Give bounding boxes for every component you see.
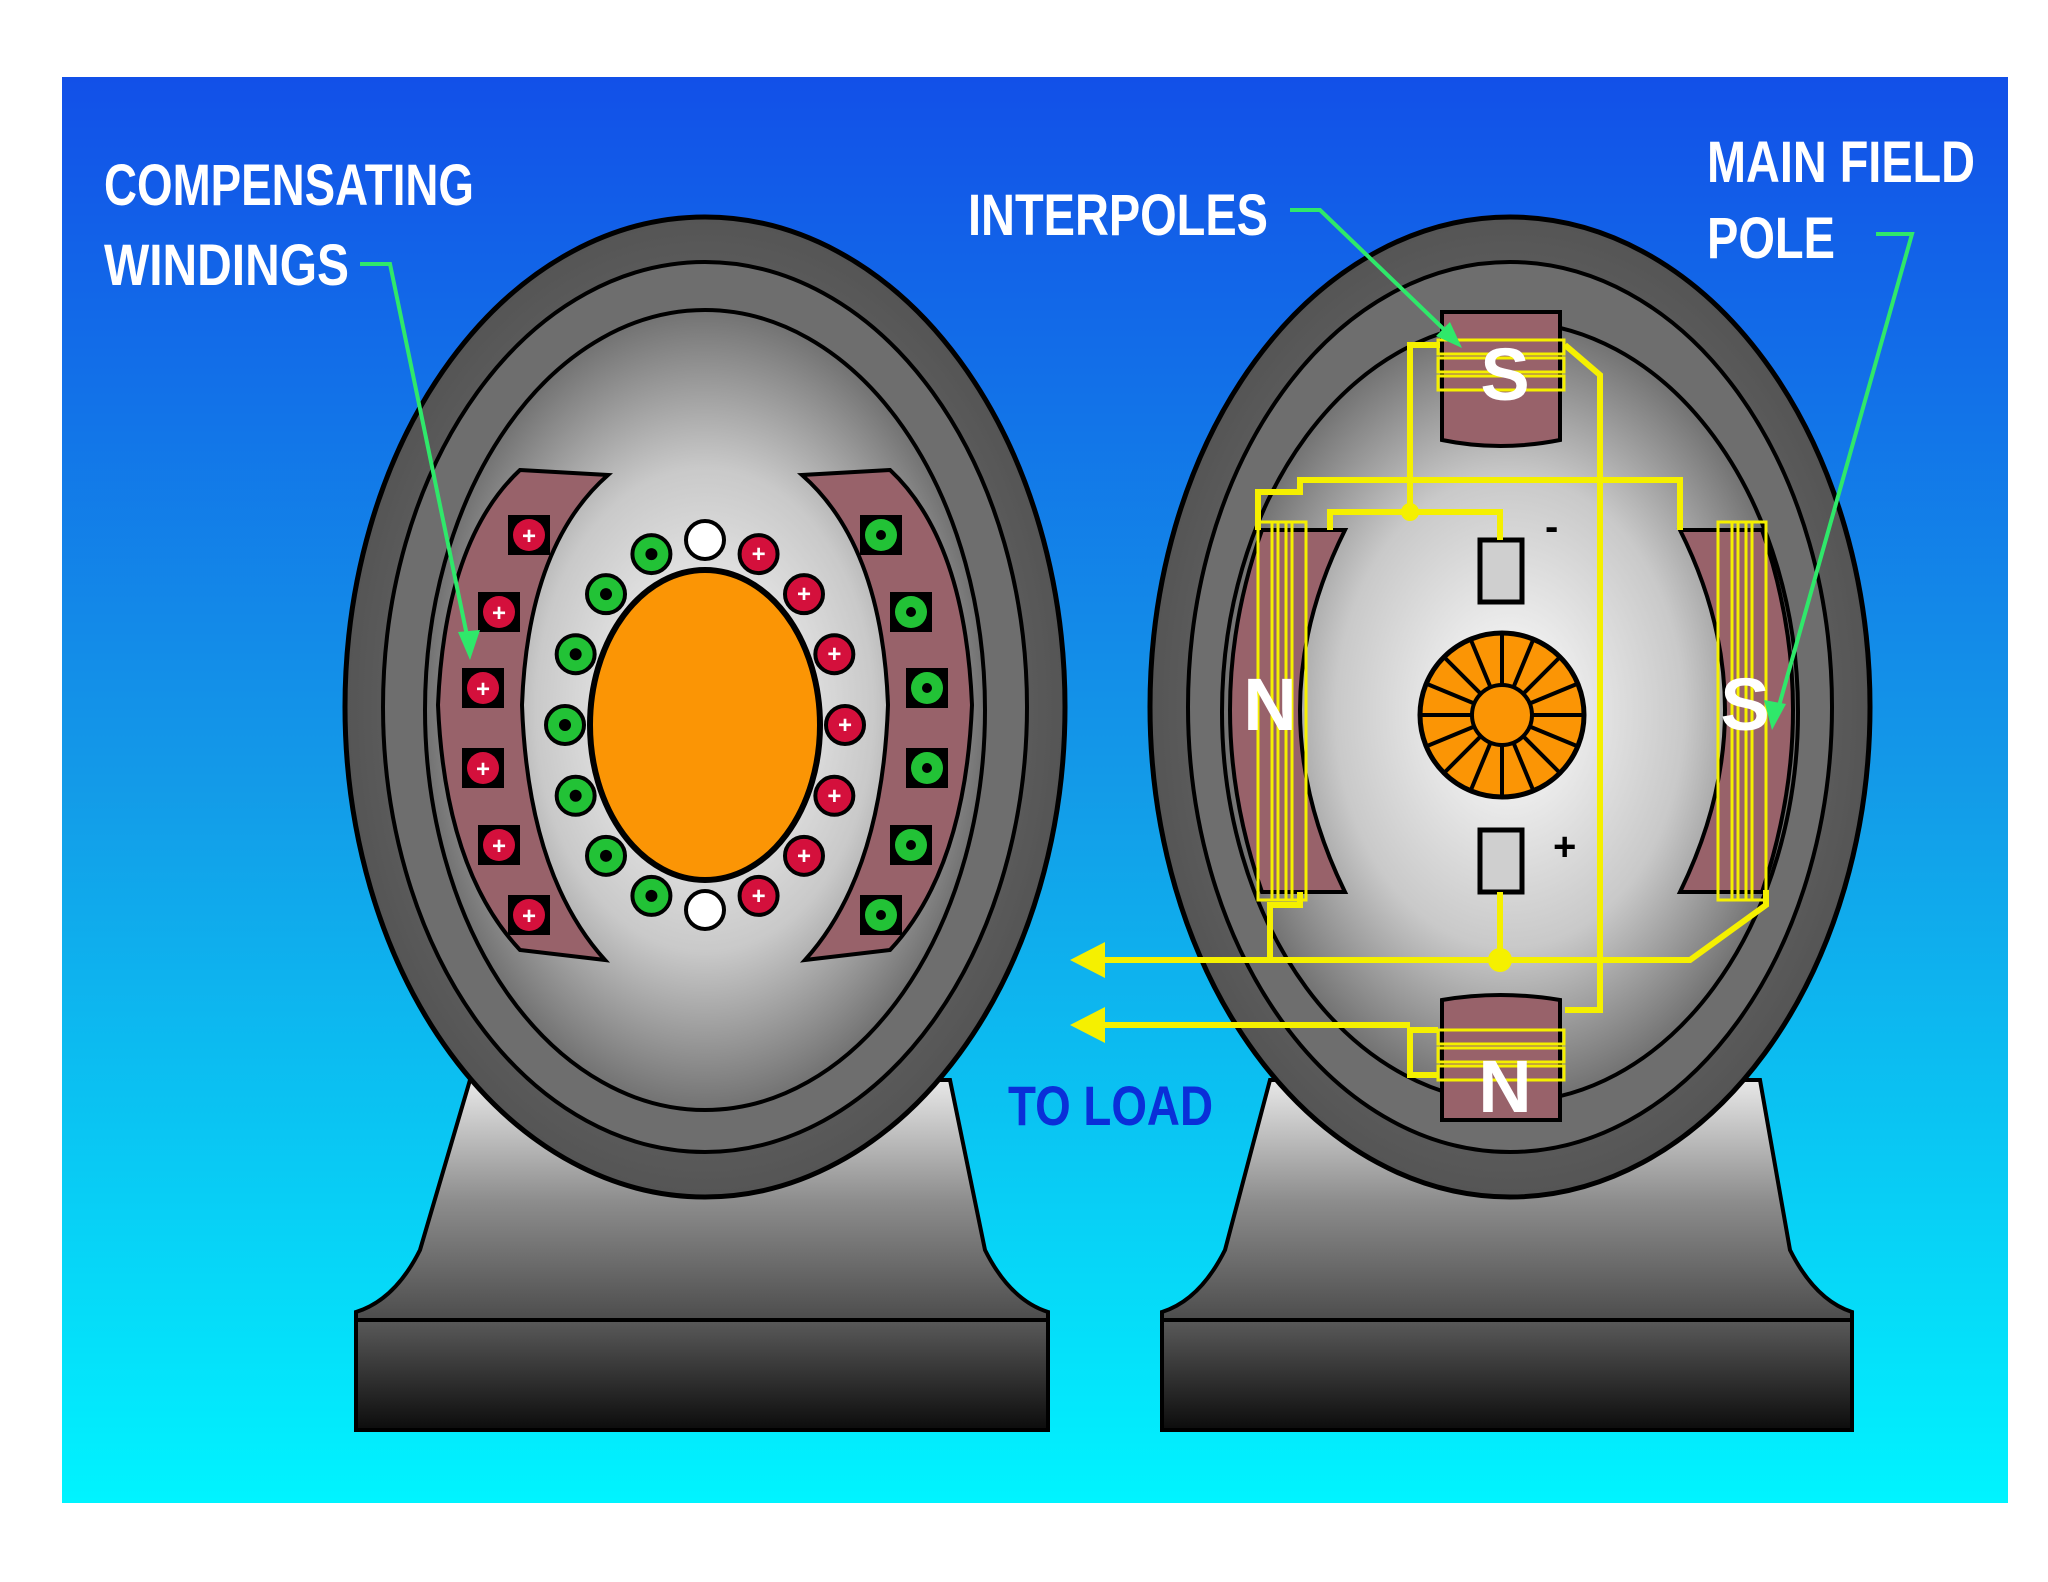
svg-text:+: + — [522, 523, 536, 550]
commutator-segment-divider — [1511, 741, 1536, 792]
wiring — [1095, 342, 1769, 1078]
current-out-symbol: + — [827, 641, 841, 668]
neutral-conductor — [684, 889, 726, 931]
svg-text:+: + — [492, 600, 506, 627]
armature-conductor-out — [813, 633, 856, 676]
current-out-symbol: + — [797, 581, 811, 608]
armature-conductor-out — [824, 704, 866, 746]
commutator-segment-divider — [1442, 734, 1483, 775]
armature-conductor-out — [813, 774, 856, 817]
main-pole-right-letter: S — [1720, 663, 1769, 746]
commutator-segment-divider — [1521, 655, 1562, 696]
interpole-bottom-letter: N — [1478, 1045, 1531, 1128]
brush-top — [1477, 537, 1525, 605]
junction-bottom — [1488, 948, 1512, 972]
commutator-segment-divider — [1521, 734, 1562, 775]
leader-arrowhead-interpoles — [1436, 322, 1462, 348]
armature-conductor-out — [782, 573, 825, 616]
armature-conductor-out — [782, 834, 825, 877]
main-field-winding-left — [1256, 520, 1308, 902]
main-field-winding-right — [1716, 520, 1768, 902]
commutator-segment-divider — [1442, 655, 1483, 696]
current-in-symbol — [600, 849, 613, 862]
current-in-symbol — [645, 889, 658, 902]
label-interpoles: INTERPOLES — [968, 183, 1268, 248]
brush-sign-negative: - — [1545, 505, 1558, 549]
label-main-field-line2: POLE — [1707, 206, 1835, 271]
interpole-top-letter: S — [1480, 333, 1529, 416]
current-in-symbol — [569, 648, 582, 661]
junction-top — [1401, 503, 1419, 521]
leader-arrowhead-main-field — [1764, 700, 1786, 730]
current-in-symbol — [645, 548, 658, 561]
neutral-conductor — [684, 519, 726, 561]
current-out-symbol: + — [797, 843, 811, 870]
brush-sign-positive: + — [1553, 825, 1576, 869]
leader-lines — [360, 208, 1915, 721]
brush-bottom — [1477, 827, 1525, 895]
right-armature — [1417, 630, 1587, 800]
armature-conductors: + + + + + + + — [544, 519, 866, 931]
label-to-load: TO LOAD — [1008, 1074, 1213, 1137]
leader-arrowhead-compensating — [458, 630, 480, 660]
commutator-segment-divider — [1425, 724, 1476, 749]
armature-conductor-out — [737, 874, 780, 917]
svg-text:+: + — [522, 903, 536, 930]
left-foot — [354, 1318, 1050, 1432]
current-in-symbol — [569, 789, 582, 802]
commutator-segment-divider — [1528, 681, 1579, 706]
svg-text:+: + — [492, 833, 506, 860]
current-in-symbol — [600, 588, 613, 601]
svg-text:+: + — [476, 756, 490, 783]
compensating-conductors-left: + + + + + + — [462, 515, 550, 935]
svg-text:+: + — [476, 676, 490, 703]
right-machine: S N N S - + — [1070, 214, 1873, 1432]
commutator-segment-divider — [1468, 638, 1493, 689]
left-armature — [587, 567, 823, 883]
commutator-segment-divider — [1425, 681, 1476, 706]
load-arrow-upper — [1070, 942, 1105, 978]
main-pole-left-letter: N — [1243, 663, 1296, 746]
current-out-symbol: + — [752, 541, 766, 568]
right-foot — [1160, 1318, 1854, 1432]
load-arrow-lower — [1070, 1007, 1105, 1043]
current-out-symbol: + — [838, 712, 852, 739]
current-out-symbol: + — [752, 883, 766, 910]
commutator-segment-divider — [1468, 741, 1493, 792]
commutator-hub — [1470, 683, 1534, 747]
label-compensating-line1: COMPENSATING — [104, 153, 474, 218]
compensating-conductors-right — [860, 515, 948, 935]
interpole-top — [1440, 310, 1562, 448]
label-compensating-line2: WINDINGS — [104, 233, 349, 298]
current-out-symbol: + — [827, 783, 841, 810]
commutator-segment-divider — [1511, 638, 1536, 689]
commutator-segment-divider — [1528, 724, 1579, 749]
current-in-symbol — [559, 719, 571, 731]
left-machine: + + + + + + +++++++ — [342, 214, 1068, 1432]
interpole-bottom — [1440, 993, 1562, 1122]
armature-conductor-out — [737, 533, 780, 576]
label-main-field-line1: MAIN FIELD — [1707, 130, 1975, 195]
